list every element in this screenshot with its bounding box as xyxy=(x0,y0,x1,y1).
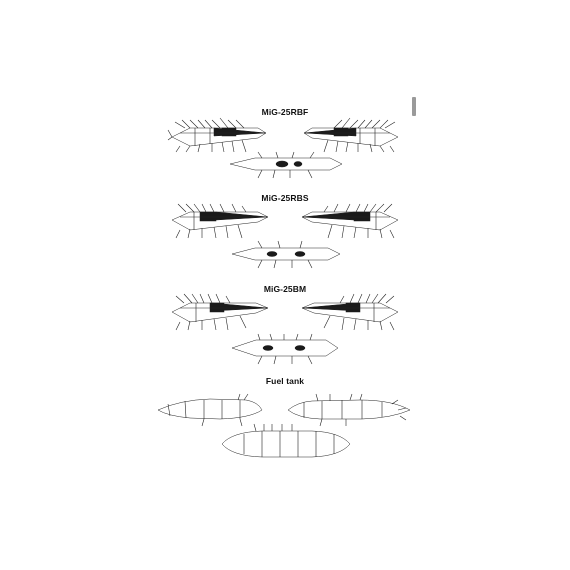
section-title-mig25rbs: MiG-25RBS xyxy=(261,193,309,203)
section-title-mig25bm: MiG-25BM xyxy=(263,284,307,294)
fuel-tank-bottom-view xyxy=(221,423,351,458)
scrollbar-thumb[interactable] xyxy=(412,97,416,116)
rbs-bottom-view xyxy=(231,240,341,269)
bm-left-nose-view xyxy=(171,293,269,331)
section-title-mig25rbf: MiG-25RBF xyxy=(261,107,309,117)
rbf-left-nose-view xyxy=(167,117,267,153)
fuel-tank-left-view xyxy=(157,393,263,427)
fuel-tank-right-view xyxy=(287,393,411,427)
section-title-fuel-tank: Fuel tank xyxy=(265,376,305,386)
rbs-left-nose-view xyxy=(171,203,269,239)
rbf-bottom-view xyxy=(229,151,343,179)
bm-bottom-view xyxy=(231,333,339,365)
bm-right-nose-view xyxy=(301,293,399,331)
rbf-right-nose-view xyxy=(303,117,399,153)
rbs-right-nose-view xyxy=(301,203,399,239)
